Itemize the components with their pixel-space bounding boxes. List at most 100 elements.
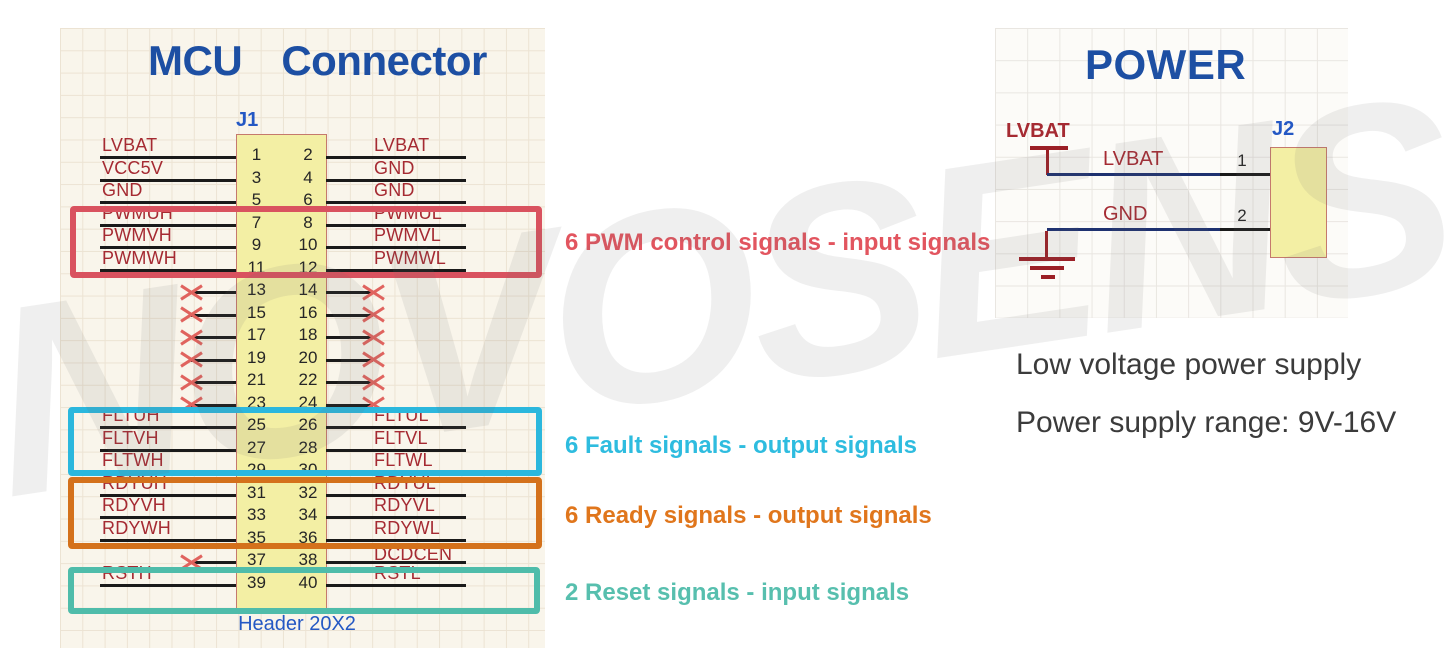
net-label: VCC5V (102, 157, 164, 178)
net-label: RDYVH (102, 495, 167, 515)
annotation-ready: 6 Ready signals - output signals (565, 502, 932, 529)
nc-stub (326, 291, 373, 294)
j2-pin1-number: 1 (1237, 151, 1247, 170)
wire-segment (326, 246, 466, 249)
pin-number: 24 (298, 392, 318, 412)
pin-row: GND GND 5 6 (100, 180, 466, 210)
wire-segment (326, 223, 466, 227)
nc-stub (326, 358, 373, 362)
pin-number: 6 (303, 190, 313, 209)
wire-segment (100, 493, 236, 497)
pin-number: 35 (247, 527, 266, 547)
group-box-ready (68, 477, 542, 549)
ground-symbol-bar2 (1030, 266, 1064, 270)
mcu-section-title: MCU Connector (148, 37, 487, 84)
nc-stub (191, 561, 236, 564)
pin-number: 38 (298, 550, 318, 569)
net-label: FLTWH (102, 450, 164, 470)
net-label: GND (374, 157, 415, 178)
pin-number: 34 (298, 505, 318, 524)
wire-segment (326, 426, 466, 429)
nc-stub (191, 336, 236, 339)
pin-number: 27 (247, 437, 266, 457)
power-caption-line1: Low voltage power supply (1016, 348, 1362, 381)
pin-number: 5 (251, 190, 262, 209)
pin-number: 12 (298, 257, 318, 277)
nc-stub (326, 313, 373, 317)
pin-number: 14 (298, 280, 318, 299)
wire-segment (326, 493, 466, 497)
group-box-pwm (70, 206, 542, 278)
j1-type-label: Header 20X2 (238, 613, 356, 635)
net-label: RDYWL (374, 517, 441, 538)
j2-designator: J2 (1272, 118, 1295, 140)
nc-stub (326, 403, 373, 407)
pin-number: 33 (247, 505, 266, 524)
pin-number: 17 (247, 325, 266, 344)
pin-number: 18 (298, 325, 318, 344)
annotation-pwm: 6 PWM control signals - input signals (565, 229, 991, 256)
nc-stub (191, 381, 236, 384)
pin-number: 25 (247, 415, 266, 434)
pin-number: 31 (247, 482, 266, 502)
pin-number: 39 (247, 572, 266, 592)
pin-number: 36 (298, 527, 318, 547)
net-label: PWMWL (374, 247, 446, 268)
wire-segment (326, 561, 466, 564)
pin-number: 15 (247, 302, 266, 322)
j2-pin1-stub (1220, 173, 1270, 176)
net-label: RDYVL (374, 495, 436, 515)
nc-stub (191, 403, 236, 407)
pin-number: 26 (298, 415, 318, 434)
net-label: GND (374, 180, 415, 200)
pin-row: RDYWH RDYWL 35 36 (100, 517, 466, 548)
wire-segment (326, 448, 466, 452)
wire-segment (100, 156, 236, 159)
net-label: PWMWH (102, 247, 177, 268)
gnd-wire (1047, 228, 1220, 231)
pin-row: 13 14 (100, 272, 466, 300)
wire-segment (326, 538, 466, 542)
power-caption-line2: Power supply range: 9V-16V (1016, 406, 1397, 439)
nc-stub (326, 381, 373, 384)
wire-segment (100, 426, 236, 429)
pin-number: 2 (303, 145, 313, 164)
net-label: PWMVL (374, 225, 442, 245)
wire-segment (326, 583, 466, 587)
net-label: DCDCEN (374, 544, 453, 564)
power-section-title: POWER (1085, 41, 1247, 88)
pin-row: RDYVH RDYVL 33 34 (100, 495, 466, 525)
j2-connector-body (1270, 147, 1327, 258)
pin-number: 13 (247, 280, 266, 299)
net-label: GND (102, 180, 143, 200)
wire-segment (326, 178, 466, 182)
pin-number: 32 (298, 482, 318, 502)
pin-number: 10 (298, 235, 318, 254)
pin-number: 8 (303, 212, 313, 232)
wire-segment (100, 538, 236, 542)
annotation-fault: 6 Fault signals - output signals (565, 432, 918, 459)
wire-segment (100, 201, 236, 204)
net-label: FLTVL (374, 427, 428, 448)
net-label: LVBAT (374, 135, 430, 155)
pin-number: 1 (251, 145, 262, 164)
nc-stub (191, 291, 236, 294)
group-box-reset (68, 567, 540, 614)
net-label: RDYWH (102, 517, 171, 538)
group-box-fault (68, 407, 542, 476)
lvbat-wire (1047, 173, 1220, 176)
net-label: FLTWL (374, 450, 433, 470)
wire-segment (100, 448, 236, 452)
pin-number: 28 (298, 437, 318, 457)
pin-number: 21 (247, 370, 266, 389)
j1-designator: J1 (236, 109, 259, 131)
